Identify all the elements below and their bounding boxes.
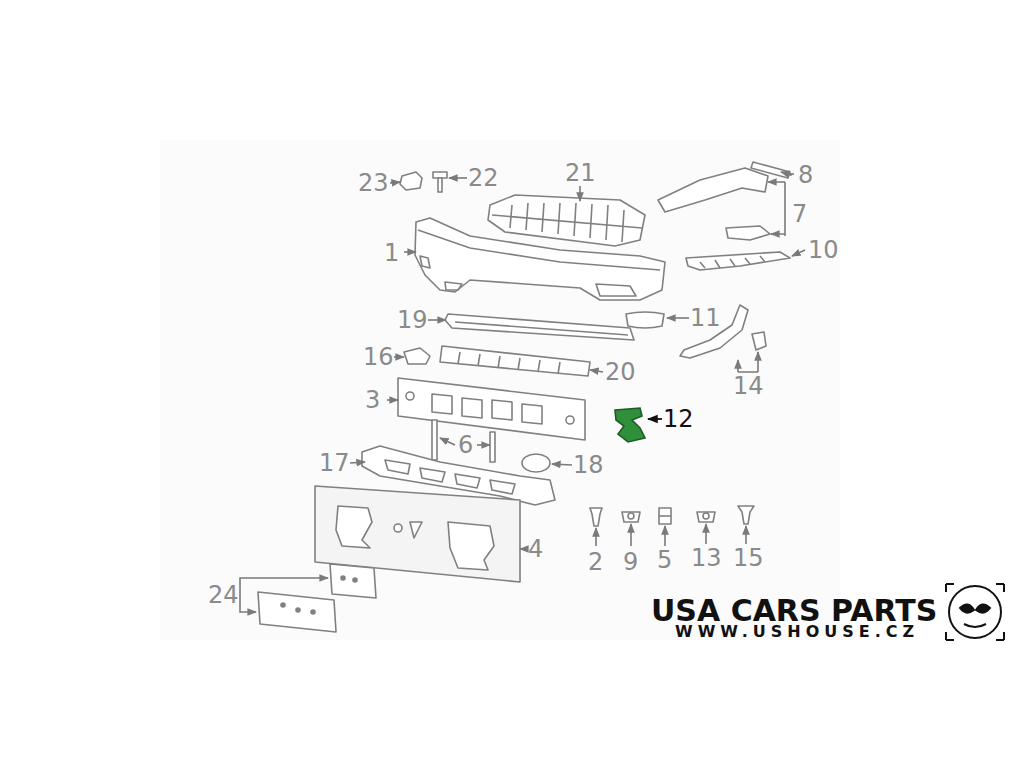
callout-number: 3 [365, 388, 380, 412]
callout-number: 8 [798, 163, 813, 187]
callout-number: 20 [605, 360, 636, 384]
callout-number: 11 [690, 306, 721, 330]
callout-number: 19 [397, 308, 428, 332]
callout-number: 18 [573, 453, 604, 477]
callout-number: 6 [458, 433, 473, 457]
callout-number: 23 [358, 171, 389, 195]
callout-number: 15 [733, 546, 764, 570]
callout-number: 1 [384, 241, 399, 265]
callout-number: 10 [808, 238, 839, 262]
watermark-brand: USA CARS PARTS [651, 596, 937, 626]
callout-number: 16 [363, 345, 394, 369]
callout-number: 24 [208, 583, 239, 607]
callout-number: 5 [657, 548, 672, 572]
watermark-url: WWW.USHOUSE.CZ [675, 624, 919, 640]
callout-number: 4 [528, 537, 543, 561]
callout-number: 21 [565, 161, 596, 185]
callout-number: 22 [468, 166, 499, 190]
callout-number: 9 [623, 550, 638, 574]
callout-number: 17 [319, 451, 350, 475]
callout-number: 13 [691, 546, 722, 570]
callout-number: 14 [733, 374, 764, 398]
callout-number: 2 [588, 550, 603, 574]
callout-number: 12 [663, 407, 694, 431]
callout-number: 7 [792, 202, 807, 226]
